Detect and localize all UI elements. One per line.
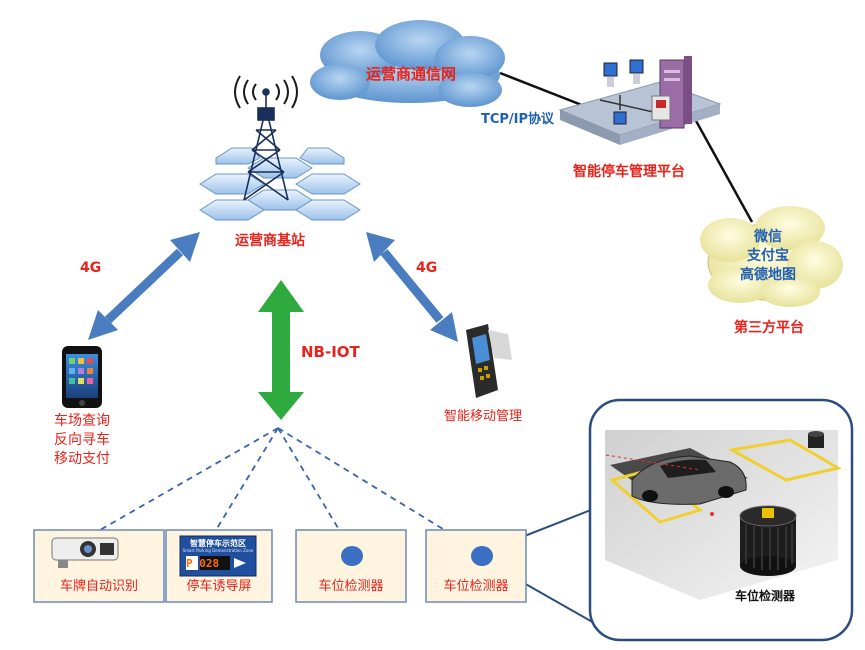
service-amap: 高德地图 — [740, 267, 796, 283]
camera-icon — [51, 537, 119, 568]
base-station-label: 运营商基站 — [235, 233, 305, 249]
function-lot-query: 车场查询 — [54, 413, 110, 429]
third-party-cloud — [700, 206, 843, 307]
guide-screen-code: P 028 — [186, 557, 220, 570]
device-label-detector-2: 车位检测器 — [443, 579, 509, 594]
function-reverse-find: 反向寻车 — [54, 432, 110, 448]
signal-waves-icon — [234, 75, 298, 109]
cell-tower-icon — [243, 88, 289, 201]
parking-platform-icon — [558, 56, 722, 145]
mobile-mgmt-label: 智能移动管理 — [444, 409, 523, 424]
third-party-services: 微信 支付宝 高德地图 — [728, 228, 808, 285]
handheld-terminal-icon — [466, 324, 512, 398]
guide-screen-icon — [179, 535, 257, 577]
carrier-network-cloud — [310, 20, 505, 107]
arrow-4g-right — [366, 232, 458, 342]
device-label-detector-1: 车位检测器 — [318, 579, 384, 594]
base-station-cells — [199, 147, 361, 221]
detector-dot-1 — [341, 546, 363, 566]
phone-functions: 车场查询 反向寻车 移动支付 — [34, 412, 130, 469]
parking-platform-label: 智能停车管理平台 — [573, 164, 685, 180]
inset-detector-label: 车位检测器 — [735, 589, 796, 603]
guide-screen-title: 智慧停车示范区 — [190, 539, 246, 548]
arrow-4g-left — [88, 232, 200, 340]
function-mobile-pay: 移动支付 — [54, 451, 110, 467]
device-label-plate-recognition: 车牌自动识别 — [59, 579, 138, 594]
third-party-link — [688, 109, 754, 223]
service-alipay: 支付宝 — [747, 248, 789, 264]
arrow-nbiot — [258, 280, 304, 420]
device-box-detector-2 — [425, 529, 527, 603]
service-wechat: 微信 — [754, 229, 782, 245]
device-label-guide-screen: 停车诱导屏 — [186, 579, 252, 594]
link-4g-right-label: 4G — [416, 260, 438, 276]
guide-screen-subtitle: Smart Parking Demonstration Zone — [182, 548, 254, 553]
detector-inset — [493, 398, 854, 642]
device-box-detector-1 — [295, 529, 407, 603]
link-4g-left-label: 4G — [80, 260, 102, 276]
tcpip-label: TCP/IP协议 — [481, 112, 555, 127]
nbiot-fanout-lines — [99, 427, 475, 549]
carrier-network-label: 运营商通信网 — [365, 65, 456, 83]
third-party-platform-label: 第三方平台 — [734, 320, 804, 336]
nbiot-label: NB-IOT — [301, 343, 360, 361]
smartphone-icon — [62, 346, 102, 408]
detector-dot-2 — [471, 546, 493, 566]
